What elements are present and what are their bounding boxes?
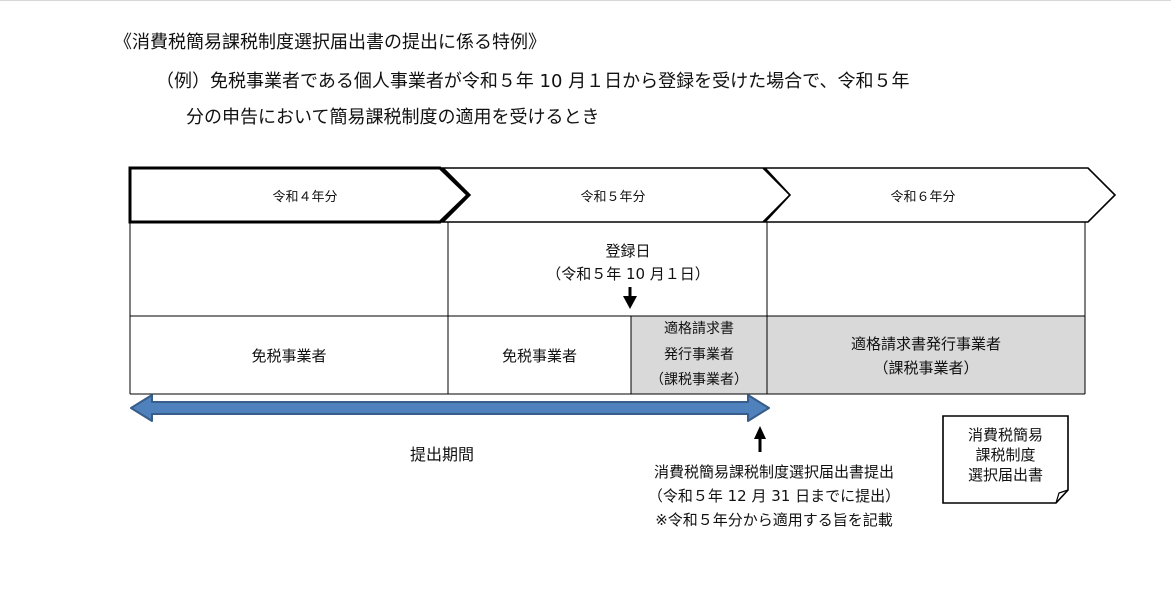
submission-note-line3: ※令和５年分から適用する旨を記載: [655, 511, 893, 529]
submission-note-line1: 消費税簡易課税制度選択届出書提出: [653, 463, 894, 481]
table-grid: [129, 222, 1086, 395]
document-text-line3: 選択届出書: [967, 466, 1043, 484]
registration-date: （令和５年 10 月１日）: [546, 265, 710, 283]
status-r6-line2: （課税事業者）: [873, 359, 979, 377]
document-fold: [1055, 489, 1069, 504]
status-r4: 免税事業者: [251, 347, 327, 365]
status-r5-qualified-line2: 発行事業者: [664, 347, 734, 363]
example-line-2: 分の申告において簡易課税制度の適用を受けるとき: [186, 107, 600, 128]
taxable-cell-r5: [631, 316, 767, 394]
submission-arrow: [754, 426, 766, 452]
registration-label: 登録日: [605, 242, 651, 260]
top-border: [0, 0, 1171, 1]
year-label-r4: 令和４年分: [272, 190, 338, 205]
registration-arrow: [623, 287, 637, 309]
document-text-line1: 消費税簡易: [967, 426, 1043, 444]
submission-note-line2: （令和５年 12 月 31 日までに提出）: [647, 487, 901, 505]
page-title: 《消費税簡易課税制度選択届出書の提出に係る特例》: [114, 32, 546, 53]
status-r5-qualified-line3: （課税事業者）: [650, 372, 748, 388]
status-r6-line1: 適格請求書発行事業者: [850, 335, 1001, 353]
year-label-r5: 令和５年分: [580, 190, 646, 205]
submission-period-arrow: [130, 394, 770, 422]
status-r5-exempt: 免税事業者: [501, 347, 577, 365]
status-r5-qualified-line1: 適格請求書: [664, 321, 734, 337]
submission-period-label: 提出期間: [409, 445, 474, 464]
document-shape: [942, 415, 1069, 504]
year-label-r6: 令和６年分: [890, 190, 956, 205]
document-text-line2: 課税制度: [975, 446, 1036, 464]
chevron-r6: [763, 167, 1117, 223]
chevron-r5: [441, 167, 792, 223]
taxable-cell-r6: [767, 316, 1085, 394]
example-line-1: （例）免税事業者である個人事業者が令和５年 10 月１日から登録を受けた場合で、…: [156, 71, 910, 92]
chevron-r4: [128, 166, 471, 224]
